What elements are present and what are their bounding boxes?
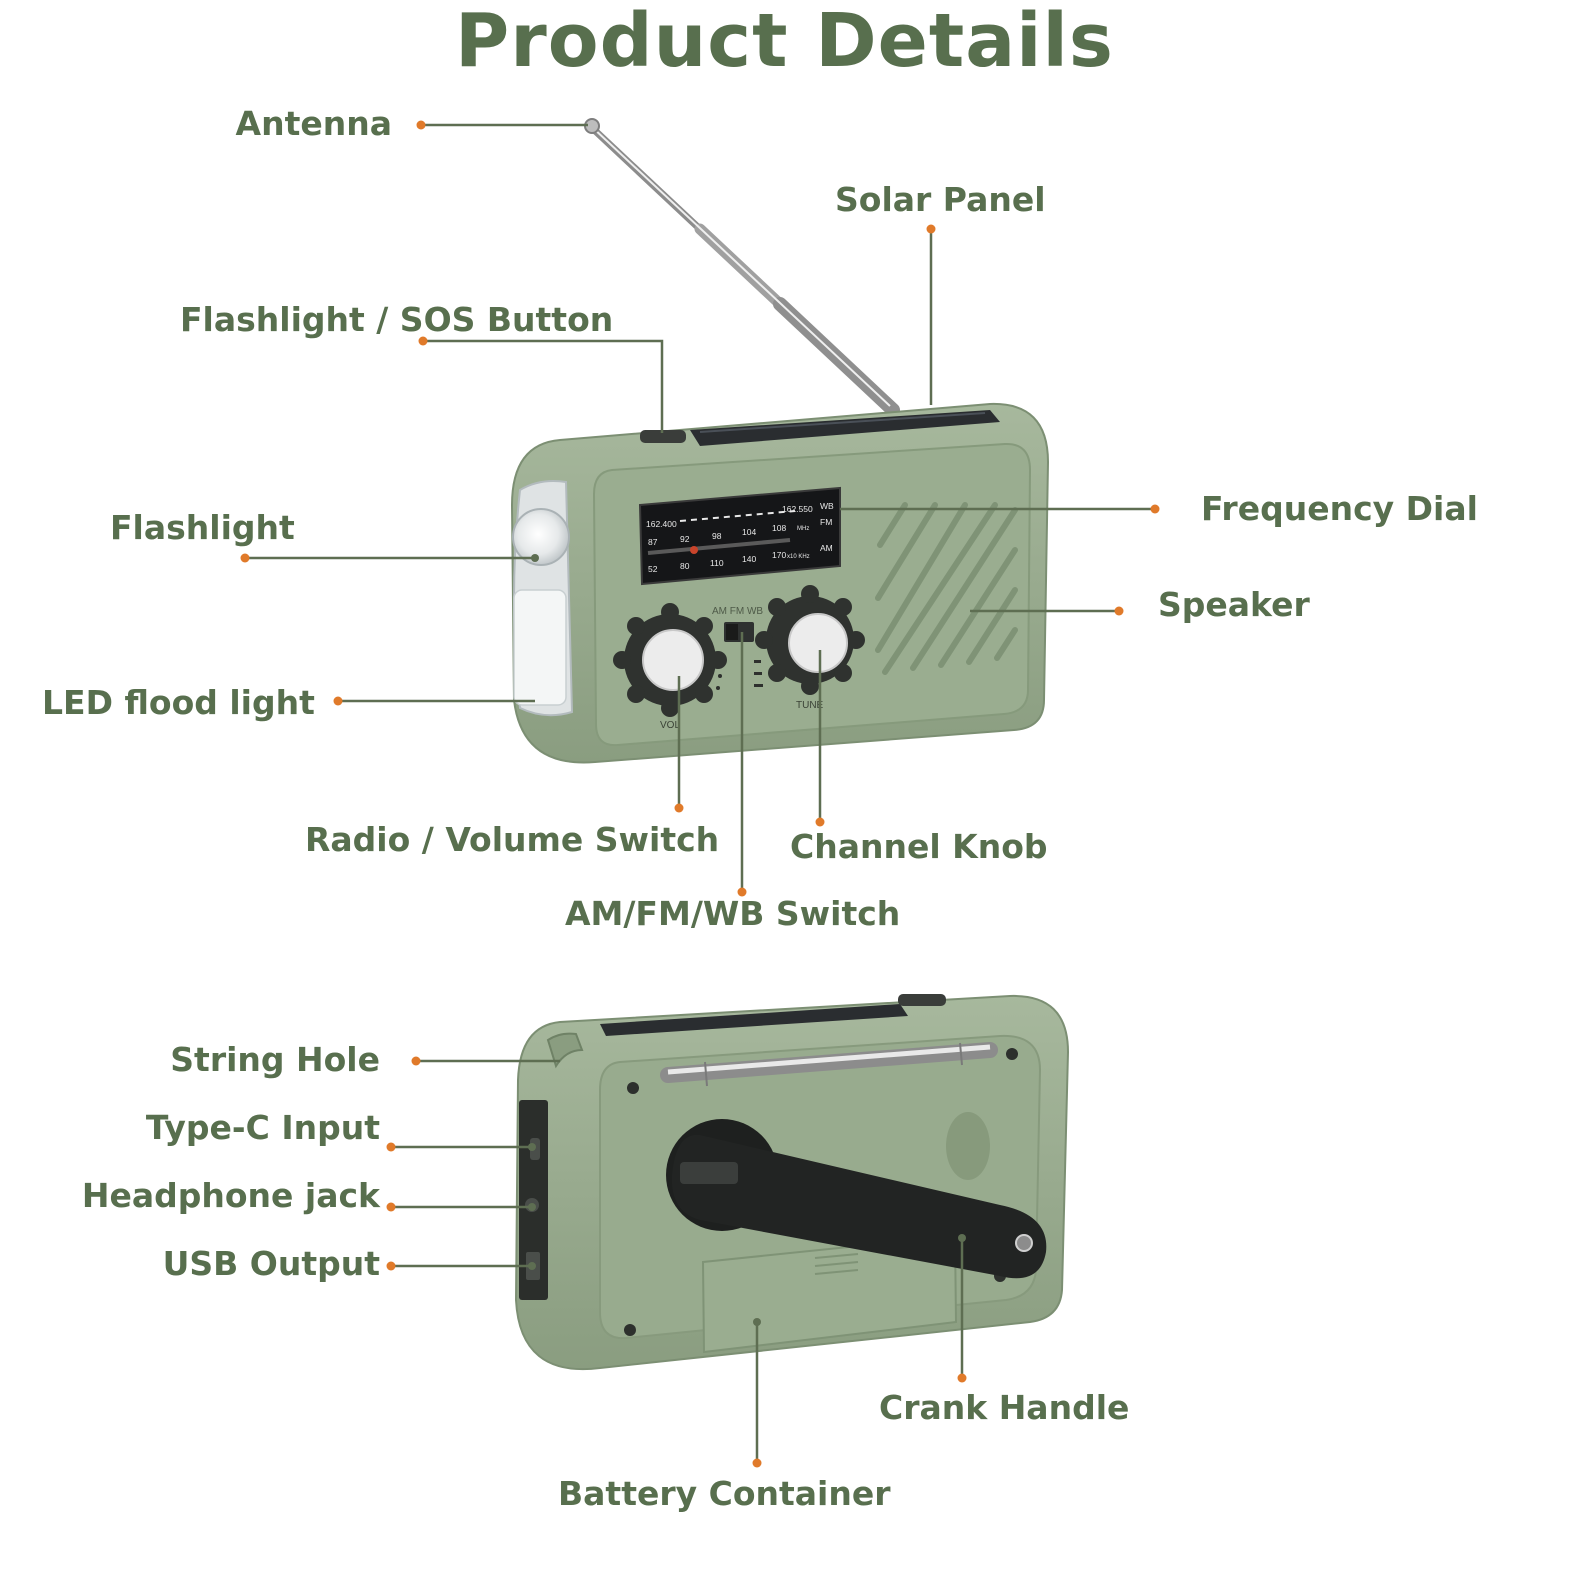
label-frequency-dial: Frequency Dial: [1201, 489, 1478, 528]
page-title: Product Details: [455, 0, 1114, 84]
svg-text:AM: AM: [820, 543, 833, 553]
solar-panel-strip: [690, 410, 1000, 446]
label-headphone-jack: Headphone jack: [81, 1176, 380, 1215]
svg-text:80: 80: [680, 561, 690, 571]
svg-text:WB: WB: [820, 501, 834, 511]
svg-text:MHz: MHz: [797, 526, 809, 532]
label-usb-output: USB Output: [162, 1244, 380, 1283]
label-led-flood-light: LED flood light: [42, 683, 315, 722]
antenna-rod: [584, 118, 900, 417]
svg-text:VOL: VOL: [660, 720, 680, 731]
svg-text:x10 KHz: x10 KHz: [787, 554, 810, 560]
frequency-dial-window: [638, 486, 841, 586]
svg-text:162.550: 162.550: [782, 504, 813, 514]
leader-anchor-dots: [528, 554, 966, 1326]
svg-text:87: 87: [648, 537, 658, 547]
tune-knob: TUNE: [755, 585, 865, 711]
svg-text:110: 110: [710, 558, 724, 568]
label-antenna: Antenna: [235, 104, 392, 143]
label-flashlight-sos-button: Flashlight / SOS Button: [180, 300, 614, 339]
svg-text:52: 52: [648, 564, 658, 574]
svg-text:98: 98: [712, 531, 722, 541]
volume-knob: VOL: [613, 603, 727, 731]
front-radio: 162.400 162.550 WB FM AM 87 92 98 104 10…: [510, 118, 1050, 764]
label-channel-knob: Channel Knob: [790, 827, 1048, 866]
band-switch-markings: AM FM WB: [712, 606, 763, 617]
label-radio-volume-switch: Radio / Volume Switch: [305, 820, 720, 859]
svg-text:92: 92: [680, 534, 690, 544]
label-am-fm-wb-switch: AM/FM/WB Switch: [565, 894, 901, 933]
svg-text:TUNE: TUNE: [796, 700, 824, 711]
string-hole-loop: [546, 1032, 584, 1069]
label-solar-panel: Solar Panel: [835, 180, 1046, 219]
speaker-grille: [875, 502, 1018, 675]
svg-text:104: 104: [742, 527, 756, 537]
svg-text:FM: FM: [820, 517, 832, 527]
sos-button-shape: [640, 430, 686, 443]
back-top-solar-strip: [600, 1004, 908, 1036]
frequency-dial-markings: 162.400 162.550 WB FM AM 87 92 98 104 10…: [646, 501, 834, 574]
stored-antenna: [660, 1042, 998, 1087]
leader-lines: [245, 123, 1155, 1463]
svg-text:170: 170: [772, 550, 786, 560]
label-battery-container: Battery Container: [558, 1474, 891, 1513]
label-speaker: Speaker: [1158, 585, 1310, 624]
svg-text:162.400: 162.400: [646, 519, 677, 529]
label-flashlight: Flashlight: [110, 508, 295, 547]
leader-dots: [240, 120, 1160, 1468]
label-crank-handle: Crank Handle: [879, 1388, 1130, 1427]
crank-handle-shape: [666, 1119, 1047, 1279]
svg-text:108: 108: [772, 523, 786, 533]
back-radio: [514, 994, 1070, 1371]
label-string-hole: String Hole: [170, 1040, 380, 1079]
label-type-c-input: Type-C Input: [145, 1108, 380, 1147]
svg-text:140: 140: [742, 554, 756, 564]
